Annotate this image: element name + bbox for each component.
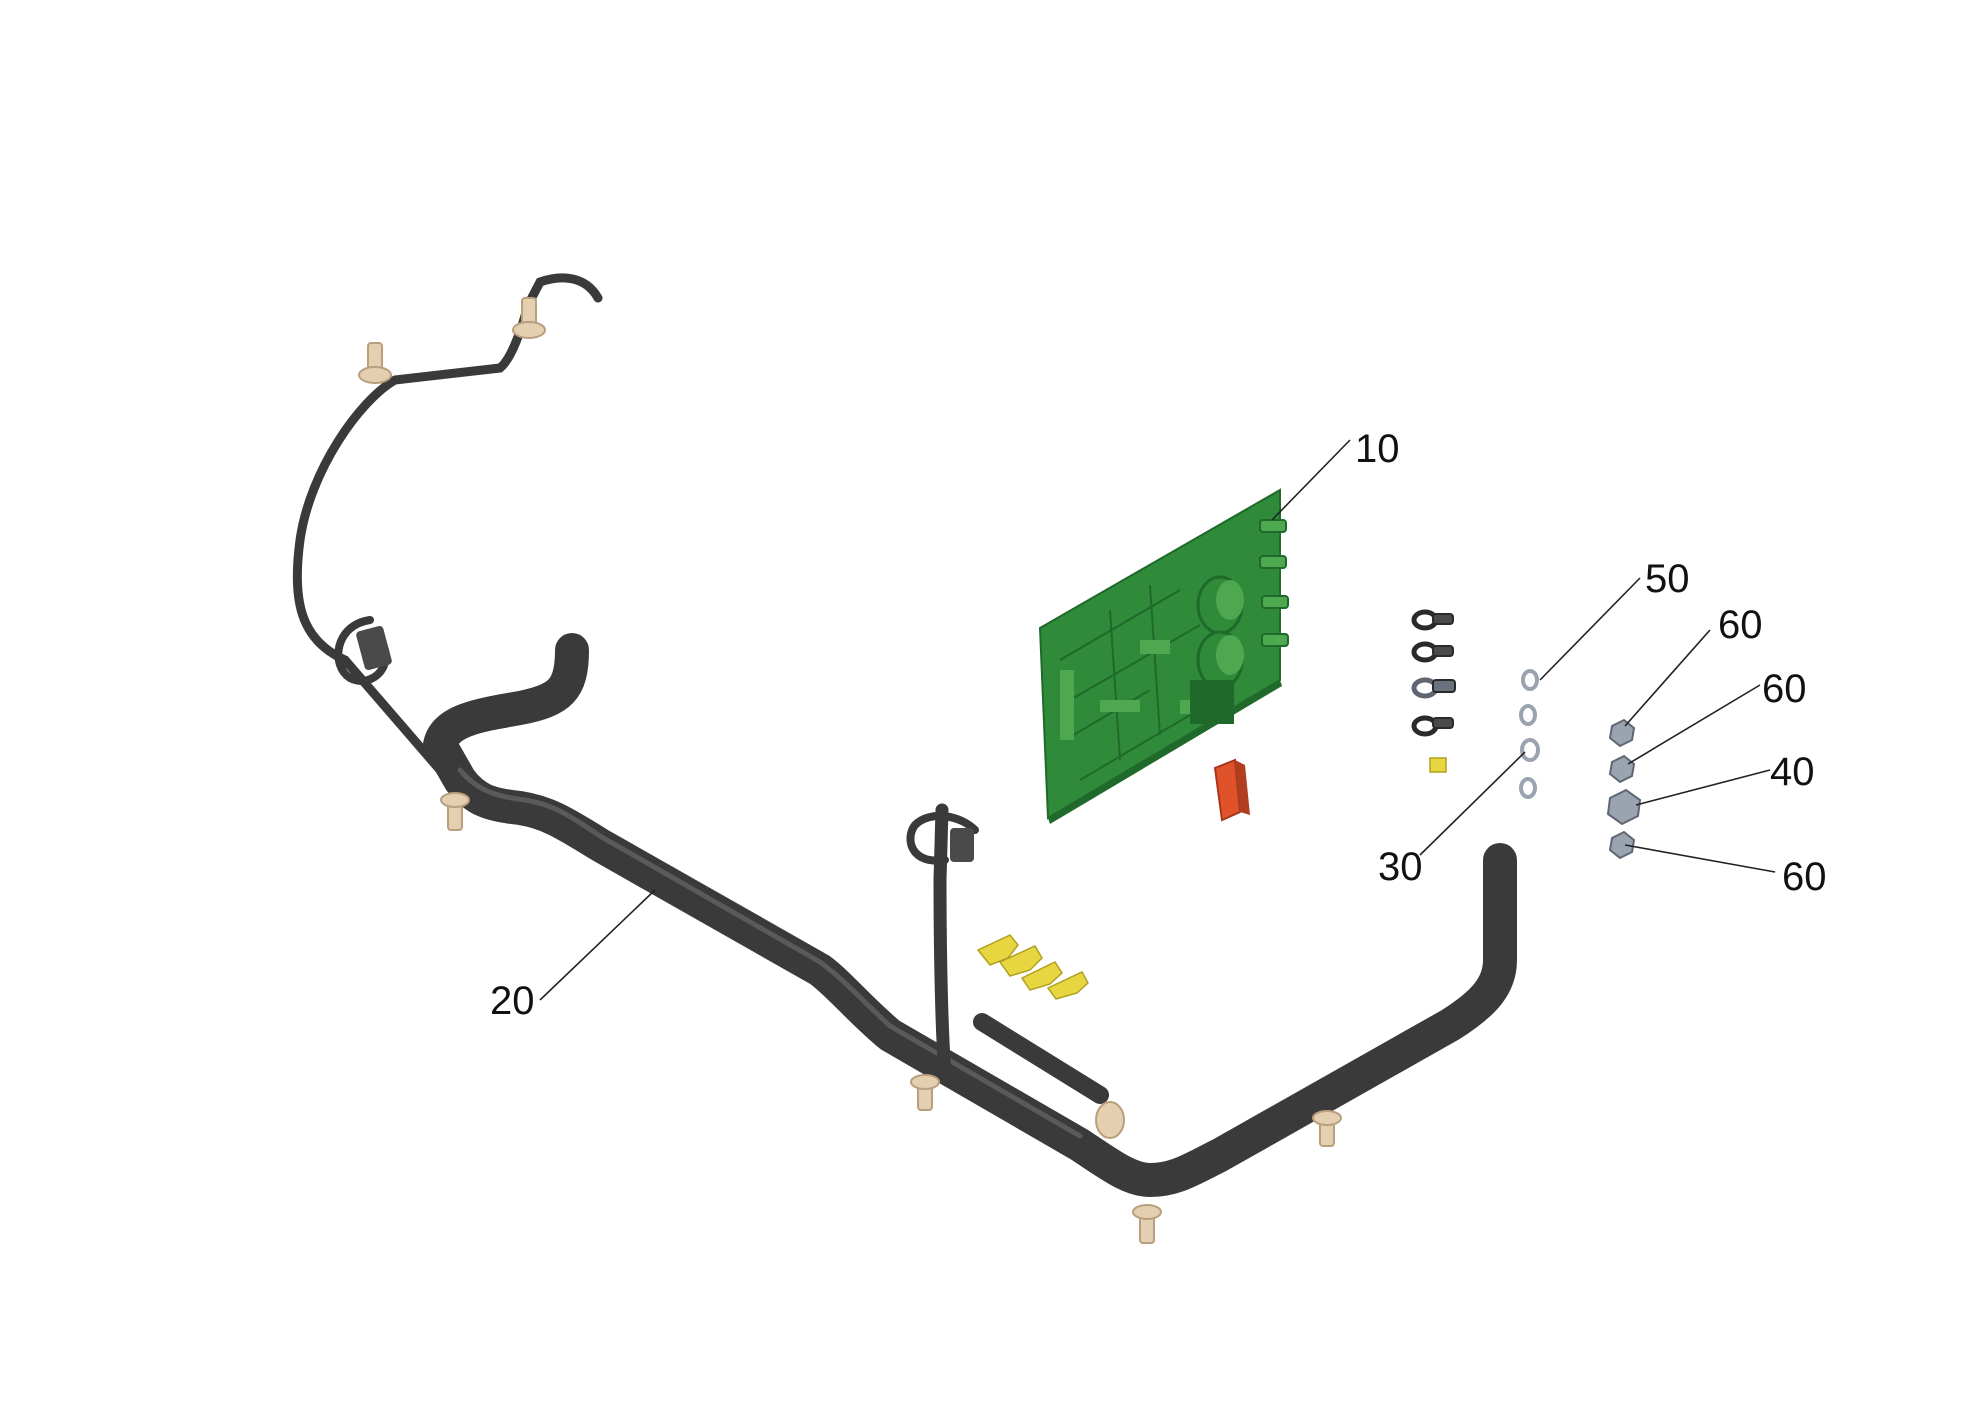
pcb-capacitors: [1196, 575, 1244, 690]
callout-labels: 10 20 30 40 50 60 60 60: [490, 427, 1827, 1023]
wire-harness: [292, 273, 1517, 1244]
callout-harness: 20: [490, 979, 535, 1023]
harness-connector-left: [356, 625, 392, 671]
pcb-traces: [1059, 584, 1201, 781]
branch-stub: [973, 1013, 1109, 1104]
nuts: [1606, 718, 1642, 860]
callout-nut-second: 60: [1762, 667, 1807, 711]
thin-cable-loop: [334, 616, 390, 685]
harness-clips: [358, 297, 1342, 1244]
callout-lugs: 30: [1378, 845, 1423, 889]
washers: [1519, 669, 1540, 799]
callout-nut-bottom: 60: [1782, 855, 1827, 899]
main-loom: [423, 633, 1517, 1197]
relay: [1213, 758, 1250, 822]
harness-connector-center: [950, 828, 974, 862]
crimp-terminals: [976, 934, 1089, 1000]
pcb-board: [1038, 488, 1289, 824]
pcb-transformer: [1190, 680, 1234, 724]
main-loom-highlight: [457, 767, 1083, 1139]
leader-lines: [539, 439, 1776, 1001]
callout-nut-top: 60: [1718, 603, 1763, 647]
callout-pcb: 10: [1355, 427, 1400, 471]
vertical-branch-loop: [906, 811, 979, 865]
vertical-branch: [933, 803, 952, 1079]
small-terminal: [1429, 757, 1447, 773]
thin-cable-upper: [292, 273, 603, 775]
callout-washers: 50: [1645, 557, 1690, 601]
ring-lugs: [1411, 609, 1456, 737]
callout-nut-large: 40: [1770, 750, 1815, 794]
